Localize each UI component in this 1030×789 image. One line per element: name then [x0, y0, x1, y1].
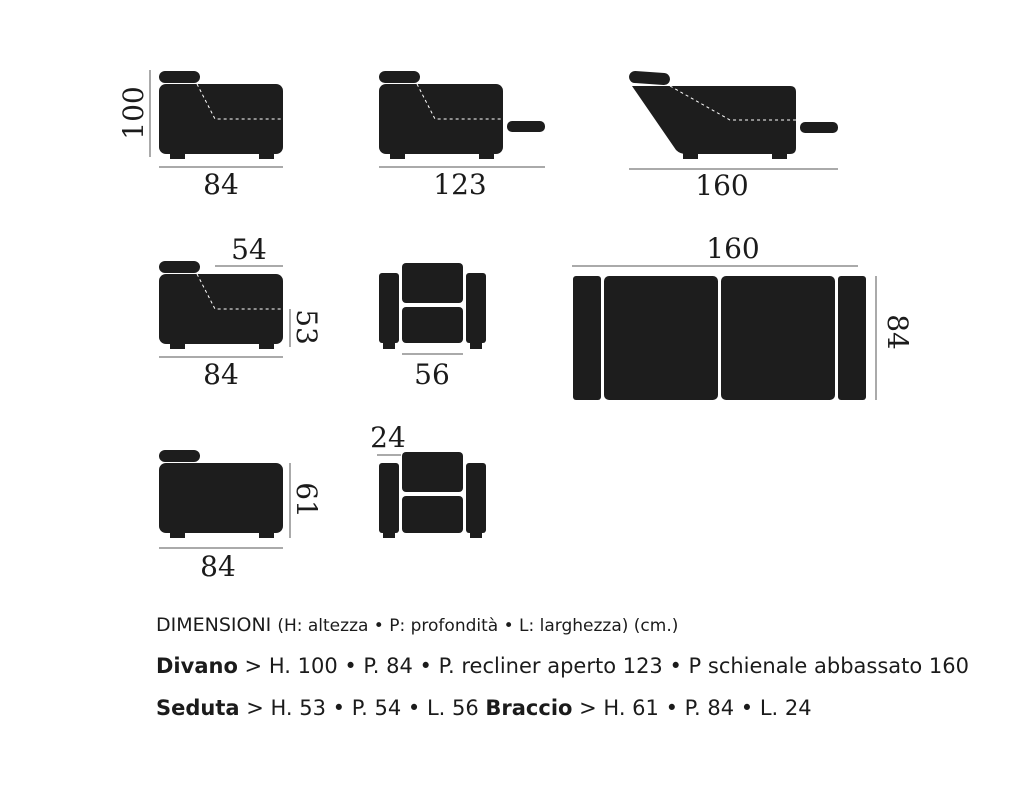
- foot: [470, 343, 482, 349]
- legend-abbreviations: (H: altezza • P: profondità • L: larghez…: [277, 616, 679, 636]
- label-seat-side-depth: 84: [203, 358, 239, 391]
- backrest-outline: [669, 85, 796, 121]
- armrest-left: [379, 463, 399, 533]
- footrest-open: [507, 121, 545, 132]
- headrest: [379, 71, 420, 83]
- side-view-backrest-lowered: 160: [629, 71, 838, 202]
- side-view-recliner-open: 123: [379, 71, 545, 201]
- side-view-arm: 61 84: [159, 450, 323, 583]
- armrest-right: [838, 276, 866, 400]
- sofa-body-reclined: [632, 86, 796, 154]
- label-recliner-open: 123: [433, 168, 486, 201]
- side-view-seat: 54 53 84: [159, 233, 323, 391]
- side-view-closed: 100 84: [117, 70, 283, 201]
- label-seat-width: 56: [414, 358, 450, 391]
- armrest-left: [379, 273, 399, 343]
- front-view-seat: 56: [379, 263, 486, 391]
- legend-header: DIMENSIONI (H: altezza • P: profondità •…: [156, 614, 678, 636]
- headrest: [159, 261, 200, 273]
- seduta-label: Seduta: [156, 696, 240, 720]
- legend-seduta-braccio: Seduta > H. 53 • P. 54 • L. 56 Braccio >…: [156, 696, 812, 720]
- label-arm-width: 24: [370, 421, 406, 454]
- foot: [470, 532, 482, 538]
- footrest-open: [800, 122, 838, 133]
- foot: [683, 153, 698, 159]
- backrest-outline: [196, 273, 283, 310]
- divano-dimensions: > H. 100 • P. 84 • P. recliner aperto 12…: [237, 654, 970, 678]
- foot: [772, 153, 787, 159]
- headrest: [629, 71, 670, 86]
- backrest: [402, 263, 463, 303]
- front-view-arm: 24: [370, 421, 486, 538]
- foot: [259, 343, 274, 349]
- label-sofa-depth: 84: [203, 168, 239, 201]
- seat-cushion-right: [721, 276, 835, 400]
- arm-body: [159, 463, 283, 533]
- foot: [383, 343, 395, 349]
- seat-cushion: [402, 307, 463, 343]
- label-sofa-height: 100: [117, 86, 150, 139]
- armrest-right: [466, 463, 486, 533]
- foot: [259, 532, 274, 538]
- backrest: [402, 452, 463, 492]
- foot: [383, 532, 395, 538]
- backrest-outline: [196, 83, 283, 120]
- headrest: [159, 71, 200, 83]
- foot: [259, 153, 274, 159]
- braccio-dimensions: > H. 61 • P. 84 • L. 24: [572, 696, 812, 720]
- foot: [170, 343, 185, 349]
- label-arm-depth: 84: [200, 550, 236, 583]
- seat-cushion-left: [604, 276, 718, 400]
- sofa-body: [159, 274, 283, 344]
- foot: [170, 532, 185, 538]
- armrest-right: [466, 273, 486, 343]
- divano-label: Divano: [156, 654, 238, 678]
- sofa-body: [379, 84, 503, 154]
- label-arm-height: 61: [290, 482, 323, 518]
- legend-title: DIMENSIONI: [156, 614, 272, 636]
- legend-divano: Divano > H. 100 • P. 84 • P. recliner ap…: [156, 654, 969, 678]
- headrest: [159, 450, 200, 462]
- foot: [390, 153, 405, 159]
- sofa-body: [159, 84, 283, 154]
- foot: [479, 153, 494, 159]
- top-view-sofa: 160 84: [572, 232, 914, 400]
- foot: [170, 153, 185, 159]
- label-backrest-lowered: 160: [695, 169, 748, 202]
- label-total-depth: 84: [881, 314, 914, 350]
- seduta-dimensions: > H. 53 • P. 54 • L. 56: [239, 696, 486, 720]
- label-seat-depth: 54: [231, 233, 267, 266]
- seat-cushion: [402, 496, 463, 533]
- armrest-left: [573, 276, 601, 400]
- label-seat-height: 53: [290, 309, 323, 345]
- backrest-outline: [416, 83, 503, 120]
- label-total-width: 160: [706, 232, 759, 265]
- braccio-label: Braccio: [485, 696, 573, 720]
